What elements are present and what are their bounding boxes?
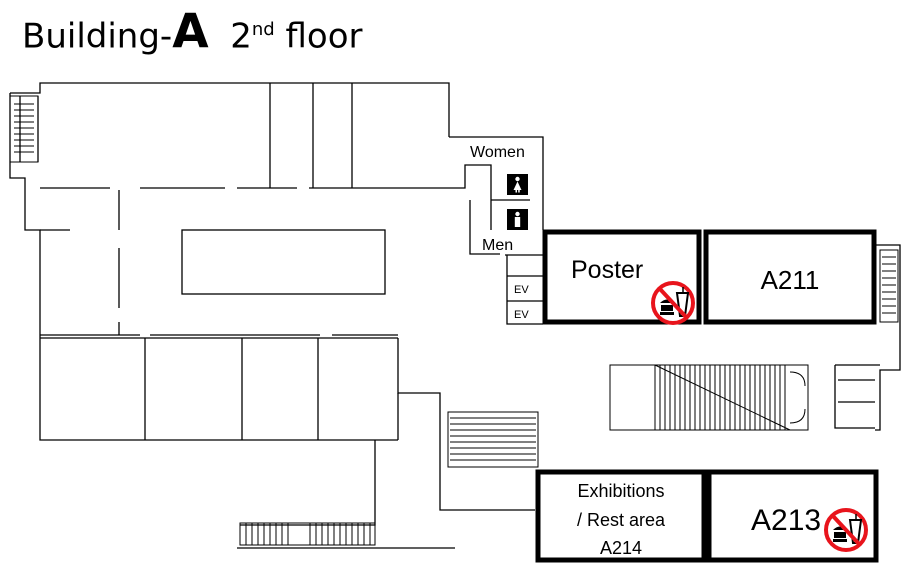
room-a214-line2: / Rest area [577, 510, 666, 530]
floor-ordinal: nd [251, 19, 275, 40]
room-a211 [703, 229, 877, 325]
room-a211-label: A211 [761, 265, 820, 295]
women-restroom-label: Women [470, 144, 525, 161]
floor-number: 2 [230, 16, 252, 57]
no-food-drink-icon [824, 508, 868, 552]
poster-room [542, 229, 702, 325]
room-a214-line1: Exhibitions [577, 481, 664, 501]
men-restroom-label: Men [482, 237, 513, 254]
title-prefix: Building- [22, 16, 173, 57]
stairs [9, 95, 899, 546]
room-a214 [535, 469, 707, 563]
room-a213 [706, 469, 879, 563]
room-a213-label: A213 [751, 504, 821, 537]
poster-room-label: Poster [571, 256, 643, 284]
building-walls [9, 82, 901, 549]
room-a214-line3: A214 [600, 538, 642, 558]
female-restroom-icon [507, 174, 528, 195]
no-food-drink-icon [651, 281, 695, 325]
floor-title: Building-A 2nd floor [22, 4, 363, 60]
male-restroom-icon [507, 209, 528, 230]
highlighted-rooms [535, 229, 879, 563]
elevator-label-2: EV [514, 309, 529, 321]
floor-word: floor [285, 16, 363, 57]
building-letter: A [172, 4, 209, 60]
elevator-label-1: EV [514, 284, 529, 296]
